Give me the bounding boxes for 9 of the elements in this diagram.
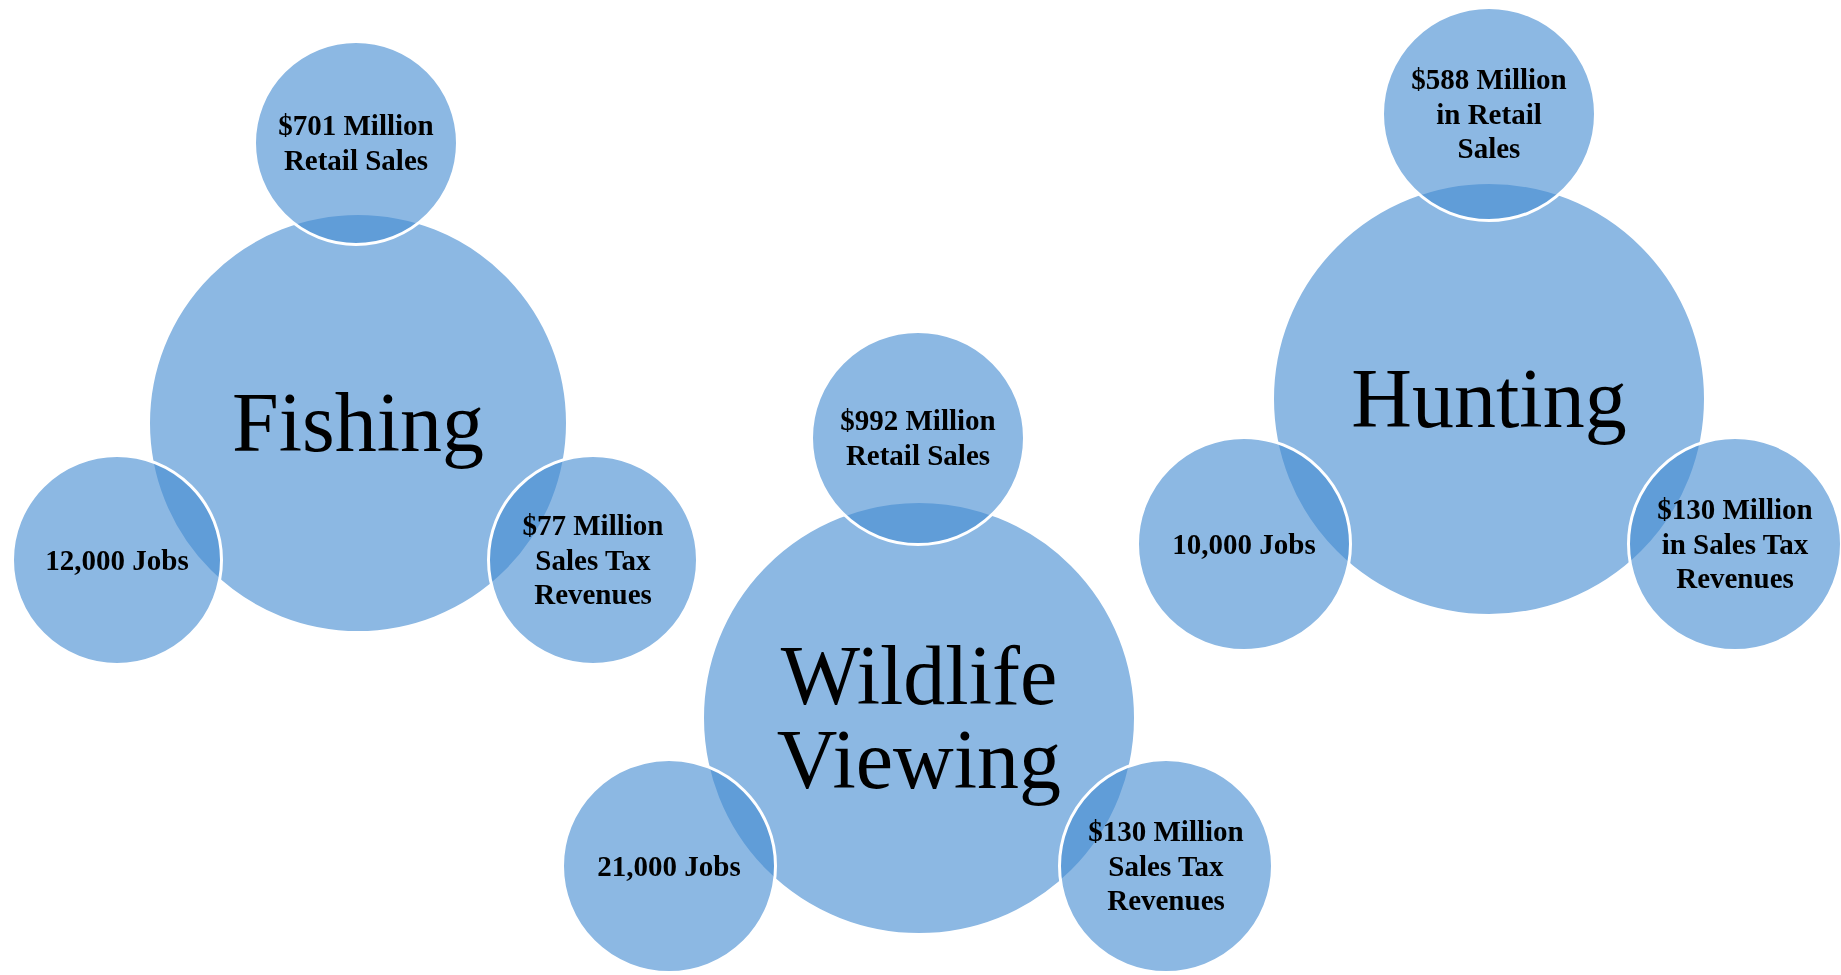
statistic-label: $701 Million Retail Sales — [277, 108, 435, 178]
statistic-label: 10,000 Jobs — [1171, 526, 1317, 562]
statistic-label: 21,000 Jobs — [596, 848, 742, 884]
statistic-label: $130 Million in Sales Tax Revenues — [1656, 491, 1814, 597]
statistic-label: $77 Million Sales Tax Revenues — [521, 507, 665, 613]
statistic-label: $992 Million Retail Sales — [839, 403, 997, 473]
statistic-label: $130 Million Sales Tax Revenues — [1087, 813, 1245, 919]
statistic-label: 12,000 Jobs — [44, 542, 190, 578]
statistic-label: $588 Million in Retail Sales — [1410, 61, 1568, 167]
